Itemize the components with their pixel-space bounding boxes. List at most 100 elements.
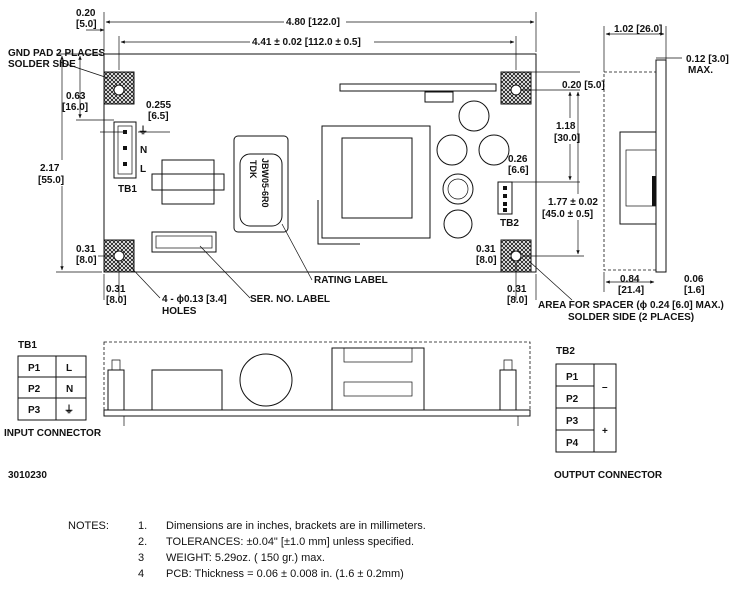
mechanical-drawing: JBW05-6R0 TDK ⏚ N L TB1 TB2 0.20 [5.0] [4,8,729,481]
side-pcb [655,59,667,273]
front-transformer-core-2 [343,381,413,397]
tb1-row-2-pin: P2 [28,384,41,395]
serial-number-box [151,231,217,253]
tb2-pin-4-label: P4 [566,438,579,449]
tb2-pin-2-label: P2 [566,394,579,405]
notes-block: NOTES: 1. Dimensions are in inches, brac… [68,518,426,582]
tb2-plus: + [602,426,608,437]
tb2-pin-1 [503,186,507,190]
note-number: 2. [138,536,148,548]
side-tb2 [652,176,656,206]
tb1-ground-mark: ⏚ [138,125,148,137]
tb2-table-title: TB2 [556,346,575,357]
spacer-callout-2: SOLDER SIDE (2 PLACES) [568,312,694,323]
tb1-row-2-func: N [66,384,73,395]
rating-label-inner [239,153,283,227]
dim-177-mm: [45.0 ± 0.5] [542,209,593,220]
side-width: 1.02 [26.0] [614,24,662,35]
rating-label-text-1: JBW05-6R0 [260,158,270,208]
front-pcb [103,409,531,417]
dim-020-right: 0.20 [5.0] [562,80,605,91]
dim-026-in: 0.26 [508,154,528,165]
tb1-caption: INPUT CONNECTOR [4,428,102,439]
note-number: 1. [138,520,148,532]
dim-118-mm: [30.0] [554,133,580,144]
note-text: PCB: Thickness = 0.06 ± 0.008 in. (1.6 ±… [166,568,404,580]
tb1-table-title: TB1 [18,340,37,351]
rating-label-text-2: TDK [248,160,258,179]
dim-left-offset-in: 0.20 [76,8,96,19]
side-dim-012-max: MAX. [688,65,713,76]
rating-label-callout: RATING LABEL [314,275,388,286]
input-inductor [161,159,215,205]
input-inductor-core [151,173,225,191]
ser-no-label-callout: SER. NO. LABEL [250,294,330,305]
top-view-dimensions: 0.20 [5.0] 4.80 [122.0] 4.41 ± 0.02 [112… [8,8,724,323]
holes-callout-1: 4 - ϕ0.13 [3.4] [162,294,227,305]
note-number: 4 [138,568,145,580]
tb2-caption: OUTPUT CONNECTOR [554,470,663,481]
heatsink-tab [424,91,454,103]
front-envelope [103,341,531,411]
note-text: WEIGHT: 5.29oz. ( 150 gr.) max. [166,552,325,564]
dim-026-mm: [6.6] [508,165,529,176]
dim-031-left-mm: [8.0] [76,255,97,266]
side-envelope [603,71,657,271]
front-transformer [331,347,425,411]
rating-label-box [233,135,289,233]
note-text: TOLERANCES: ±0.04" [±1.0 mm] unless spec… [166,536,415,548]
capacitor-5 [443,209,473,239]
dim-height-in: 2.17 [40,163,60,174]
dim-031-right-in: 0.31 [476,244,496,255]
front-view [103,341,531,426]
pcb-outline [103,53,537,273]
tb2-top-label: TB2 [500,218,519,229]
dim-031-br-in: 0.31 [507,284,527,295]
front-tb1 [107,369,125,411]
tb1-top-label: TB1 [118,184,137,195]
note-row: 2. TOLERANCES: ±0.04" [±1.0 mm] unless s… [68,534,426,550]
tb1-pin-2 [123,146,127,150]
heatsink-bar [339,83,497,92]
note-number: 3 [138,552,145,564]
dim-0255-in: 0.255 [146,100,171,111]
front-capacitor [239,353,293,407]
transformer-core [341,137,413,219]
side-view: 1.02 [26.0] 0.12 [3.0] MAX. 0.84 [21.4] … [603,24,729,296]
side-transformer-core [625,149,657,207]
tb2-minus: – [602,382,608,393]
mount-hole-top-left [113,84,125,96]
tb2-connector [497,181,513,215]
holes-callout-2: HOLES [162,306,197,317]
capacitor-2 [436,134,468,166]
mount-hole-top-right [510,84,522,96]
tb2-pin-3 [503,202,507,206]
tb1-table: TB1 P1 L P2 N P3 ⏚ INPUT CONNECTOR [4,340,102,439]
side-dim-006-in: 0.06 [684,274,704,285]
tb1-row-3-pin: P3 [28,405,41,416]
dim-031-bottom-in: 0.31 [106,284,126,295]
mount-hole-bottom-left [113,250,125,262]
tb2-pin-4 [503,208,507,212]
capacitor-3 [478,134,510,166]
tb1-pin-3 [123,162,127,166]
tb2-table: TB2 P1 P2 P3 P4 – + OUTPUT CONNECTOR [554,346,663,481]
tb1-pin-l-label: L [140,164,146,175]
dim-031-bottom-mm: [8.0] [106,295,127,306]
tb1-row-1-func: L [66,363,72,374]
dim-left-offset-mm: [5.0] [76,19,97,30]
dim-063-in: 0.63 [66,91,86,102]
spacer-callout-1: AREA FOR SPACER (ϕ 0.24 [6.0] MAX.) [538,300,724,311]
notes-header: NOTES: [68,520,109,532]
dim-063-mm: [16.0] [62,102,88,113]
capacitor-4-inner [447,178,469,200]
front-tb2 [499,369,517,411]
mount-hole-bottom-right [510,250,522,262]
front-inductor [151,369,223,411]
dim-031-right-mm: [8.0] [476,255,497,266]
front-transformer-core [343,347,413,363]
main-transformer [321,125,431,239]
dim-0255-mm: [6.5] [148,111,169,122]
tb1-pin-1 [123,130,127,134]
serial-number-inner [155,235,213,249]
